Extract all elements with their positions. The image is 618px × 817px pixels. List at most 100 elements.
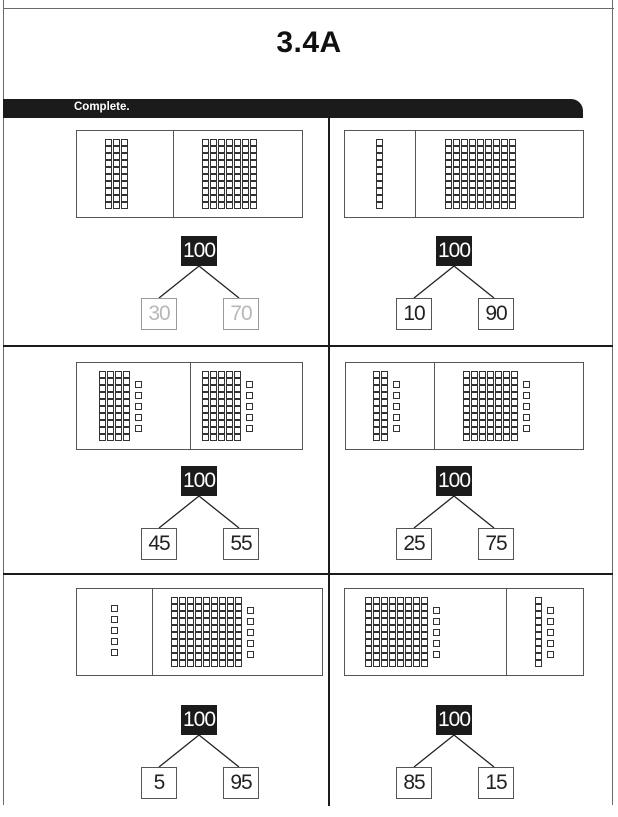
unit-cubes — [111, 603, 118, 658]
tens-rod — [235, 597, 242, 667]
part-box-left[interactable]: 10 — [396, 298, 432, 330]
tens-rod — [485, 139, 492, 209]
tens-rod — [389, 597, 396, 667]
whole-box: 100 — [436, 236, 472, 266]
tens-rod — [471, 371, 478, 441]
tens-rod — [226, 139, 233, 209]
tens-rod — [461, 139, 468, 209]
card-divider — [152, 589, 153, 675]
part-box-right[interactable]: 55 — [223, 528, 259, 560]
tens-rod — [123, 371, 130, 441]
base-ten-card — [345, 362, 584, 450]
tens-rod — [250, 139, 257, 209]
tens-rod — [202, 139, 209, 209]
card-divider — [434, 363, 435, 449]
tens-rod — [479, 371, 486, 441]
tens-rod — [381, 597, 388, 667]
unit-cubes — [393, 379, 400, 434]
part-box-right[interactable]: 95 — [223, 767, 259, 799]
tens-group-left — [105, 139, 129, 209]
tens-rod — [376, 139, 383, 209]
tens-rod — [453, 139, 460, 209]
base-ten-card — [344, 588, 584, 676]
tens-rod — [373, 597, 380, 667]
unit-cubes — [523, 379, 530, 434]
tens-rod — [227, 597, 234, 667]
unit-cubes — [433, 605, 440, 660]
card-divider — [173, 131, 174, 217]
tens-rod — [219, 597, 226, 667]
tens-rod — [495, 371, 502, 441]
tens-rod — [493, 139, 500, 209]
number-bond: 100 85 15 — [394, 705, 514, 817]
page-title: 3.4A — [0, 26, 618, 60]
tens-rod — [105, 139, 112, 209]
row-divider — [3, 345, 613, 347]
tens-rod — [218, 139, 225, 209]
whole-box: 100 — [181, 466, 217, 496]
tens-rod — [381, 371, 388, 441]
tens-rod — [477, 139, 484, 209]
whole-box: 100 — [436, 705, 472, 735]
tens-rod — [218, 371, 225, 441]
tens-rod — [421, 597, 428, 667]
tens-group-left — [376, 139, 384, 209]
instruction-text: Complete. — [74, 101, 130, 113]
part-box-right[interactable]: 70 — [223, 298, 259, 330]
unit-cubes — [247, 605, 254, 660]
tens-rod — [203, 597, 210, 667]
tens-rod — [195, 597, 202, 667]
tens-group-right — [445, 139, 517, 209]
tens-rod — [210, 371, 217, 441]
tens-rod — [445, 139, 452, 209]
instruction-banner: Complete. — [3, 99, 583, 118]
tens-rod — [187, 597, 194, 667]
tens-rod — [211, 597, 218, 667]
unit-cubes — [547, 605, 554, 660]
tens-rod — [179, 597, 186, 667]
tens-rod — [107, 371, 114, 441]
number-bond: 100 45 55 — [139, 466, 259, 578]
tens-rod — [413, 597, 420, 667]
part-box-left[interactable]: 25 — [396, 528, 432, 560]
part-box-right[interactable]: 15 — [478, 767, 514, 799]
part-box-left[interactable]: 5 — [141, 767, 177, 799]
number-bond: 100 25 75 — [394, 466, 514, 578]
number-bond: 100 30 70 — [139, 236, 259, 348]
part-box-right[interactable]: 90 — [478, 298, 514, 330]
tens-rod — [501, 139, 508, 209]
card-divider — [190, 363, 191, 449]
part-box-left[interactable]: 30 — [141, 298, 177, 330]
tens-rod — [503, 371, 510, 441]
number-bond: 100 5 95 — [139, 705, 259, 817]
unit-cubes — [135, 379, 142, 434]
tens-rod — [234, 139, 241, 209]
tens-rod — [469, 139, 476, 209]
tens-group-right — [535, 597, 554, 667]
row-divider — [3, 573, 613, 575]
tens-rod — [373, 371, 380, 441]
whole-box: 100 — [181, 236, 217, 266]
tens-rod — [171, 597, 178, 667]
tens-group-left — [99, 371, 142, 441]
tens-rod — [210, 139, 217, 209]
tens-rod — [99, 371, 106, 441]
tens-rod — [121, 139, 128, 209]
tens-rod — [511, 371, 518, 441]
part-box-left[interactable]: 85 — [396, 767, 432, 799]
tens-rod — [487, 371, 494, 441]
tens-rod — [234, 371, 241, 441]
tens-rod — [535, 597, 542, 667]
part-box-left[interactable]: 45 — [141, 528, 177, 560]
tens-group-right — [202, 139, 258, 209]
tens-rod — [202, 371, 209, 441]
part-box-right[interactable]: 75 — [478, 528, 514, 560]
tens-rod — [463, 371, 470, 441]
base-ten-card — [76, 588, 323, 676]
tens-rod — [113, 139, 120, 209]
tens-group-left — [107, 597, 118, 658]
column-divider — [328, 118, 330, 806]
whole-box: 100 — [181, 705, 217, 735]
card-divider — [506, 589, 507, 675]
unit-cubes — [246, 379, 253, 434]
